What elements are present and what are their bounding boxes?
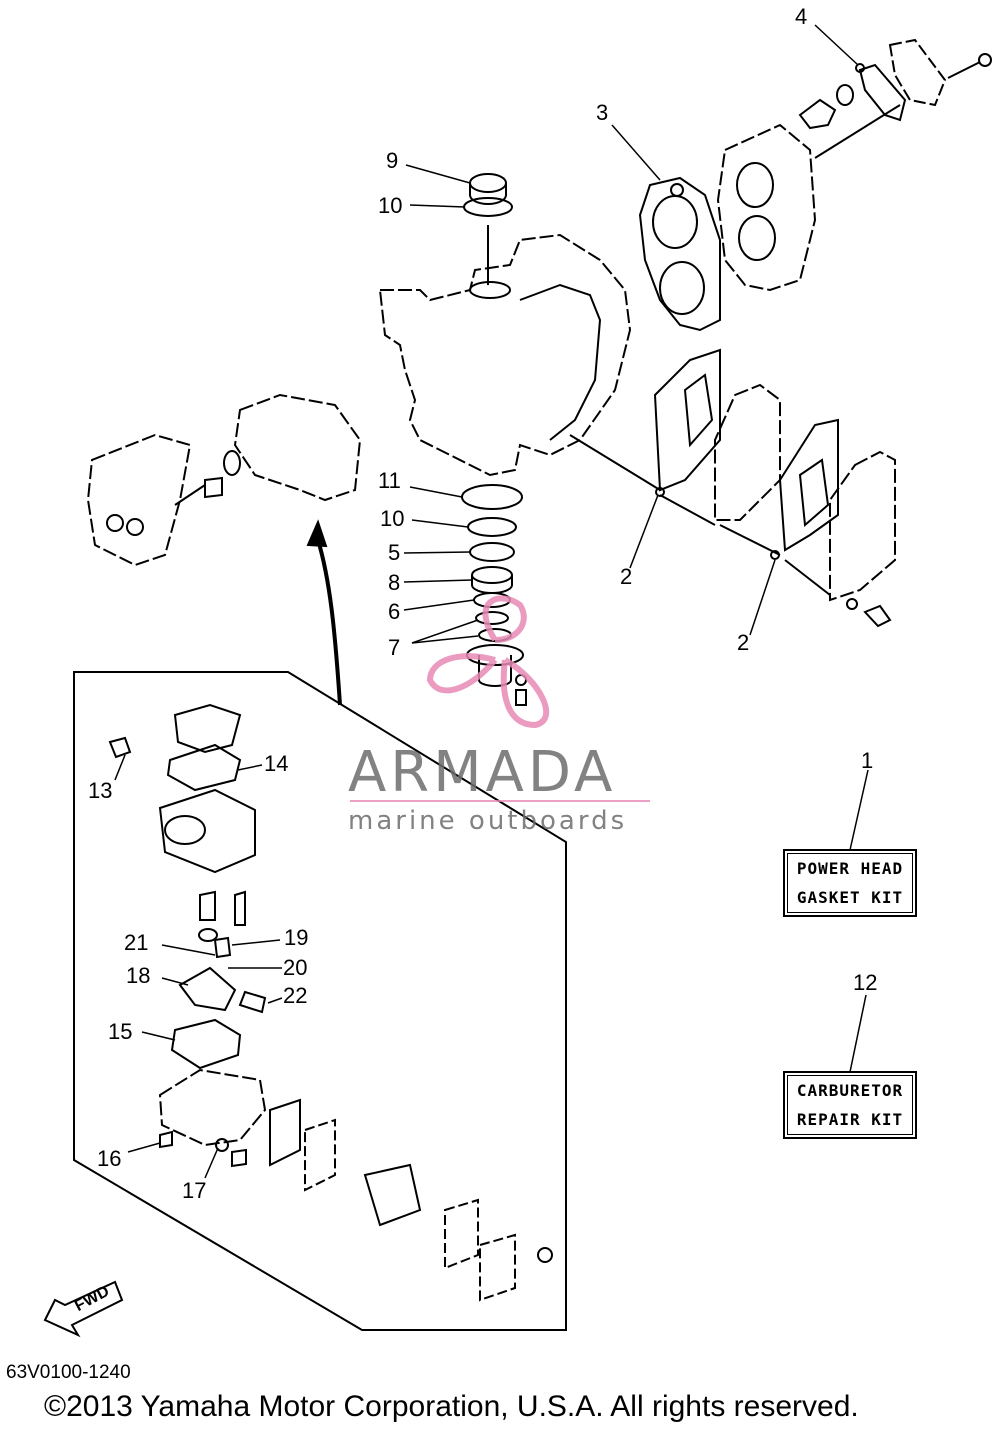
callout-11: 11	[378, 468, 401, 493]
copyright-notice: ©2013 Yamaha Motor Corporation, U.S.A. A…	[44, 1390, 859, 1423]
callout-18: 18	[126, 963, 151, 988]
kit-line-2: GASKET KIT	[796, 888, 904, 907]
callout-9: 9	[386, 148, 399, 173]
intake-silencer	[86, 393, 362, 567]
callout-19: 19	[284, 925, 309, 950]
upper-oil-seal	[463, 173, 513, 217]
carburetor-repair-kit-label: CARBURETOR REPAIR KIT	[783, 1071, 917, 1139]
fwd-arrow	[43, 1280, 124, 1338]
callout-22: 22	[283, 983, 308, 1008]
callout-2-left: 2	[620, 564, 633, 589]
leader-lines	[114, 24, 869, 1179]
callout-15: 15	[108, 1019, 133, 1044]
diagram-code: 63V0100-1240	[6, 1362, 131, 1383]
cylinder-head-gasket	[638, 176, 721, 332]
kit-line-1: POWER HEAD	[796, 859, 904, 878]
kit-line-1: CARBURETOR	[796, 1081, 904, 1100]
power-head-block	[378, 225, 632, 477]
watermark-subtitle: marine outboards	[348, 806, 628, 836]
callout-16: 16	[97, 1146, 122, 1171]
exhaust-gaskets	[569, 348, 896, 628]
thermostat-assembly	[798, 38, 992, 130]
watermark-title: ARMADA	[348, 740, 617, 805]
callout-5: 5	[388, 540, 401, 565]
callout-4: 4	[795, 4, 808, 29]
callout-8: 8	[388, 570, 401, 595]
assembly-arrow	[316, 539, 342, 706]
callout-10-upper: 10	[378, 193, 403, 218]
callout-10-lower: 10	[380, 506, 405, 531]
callout-13: 13	[88, 778, 113, 803]
callout-3: 3	[596, 100, 609, 125]
callout-1: 1	[861, 748, 874, 773]
carburetor-panel	[73, 671, 567, 1331]
armada-logo-icon	[426, 595, 550, 729]
callout-6: 6	[388, 599, 401, 624]
callout-20: 20	[283, 955, 308, 980]
carburetor-assembly	[108, 703, 553, 1302]
watermark-divider	[350, 800, 650, 802]
callout-7: 7	[388, 635, 401, 660]
kit-line-2: REPAIR KIT	[796, 1110, 904, 1129]
callout-21: 21	[124, 930, 149, 955]
lower-seal-stack	[461, 484, 527, 706]
head-cover	[716, 104, 901, 292]
power-head-gasket-kit-label: POWER HEAD GASKET KIT	[783, 849, 917, 917]
callout-2-right: 2	[737, 630, 750, 655]
callout-17: 17	[182, 1178, 207, 1203]
callout-12: 12	[853, 970, 878, 995]
callout-14: 14	[264, 751, 289, 776]
